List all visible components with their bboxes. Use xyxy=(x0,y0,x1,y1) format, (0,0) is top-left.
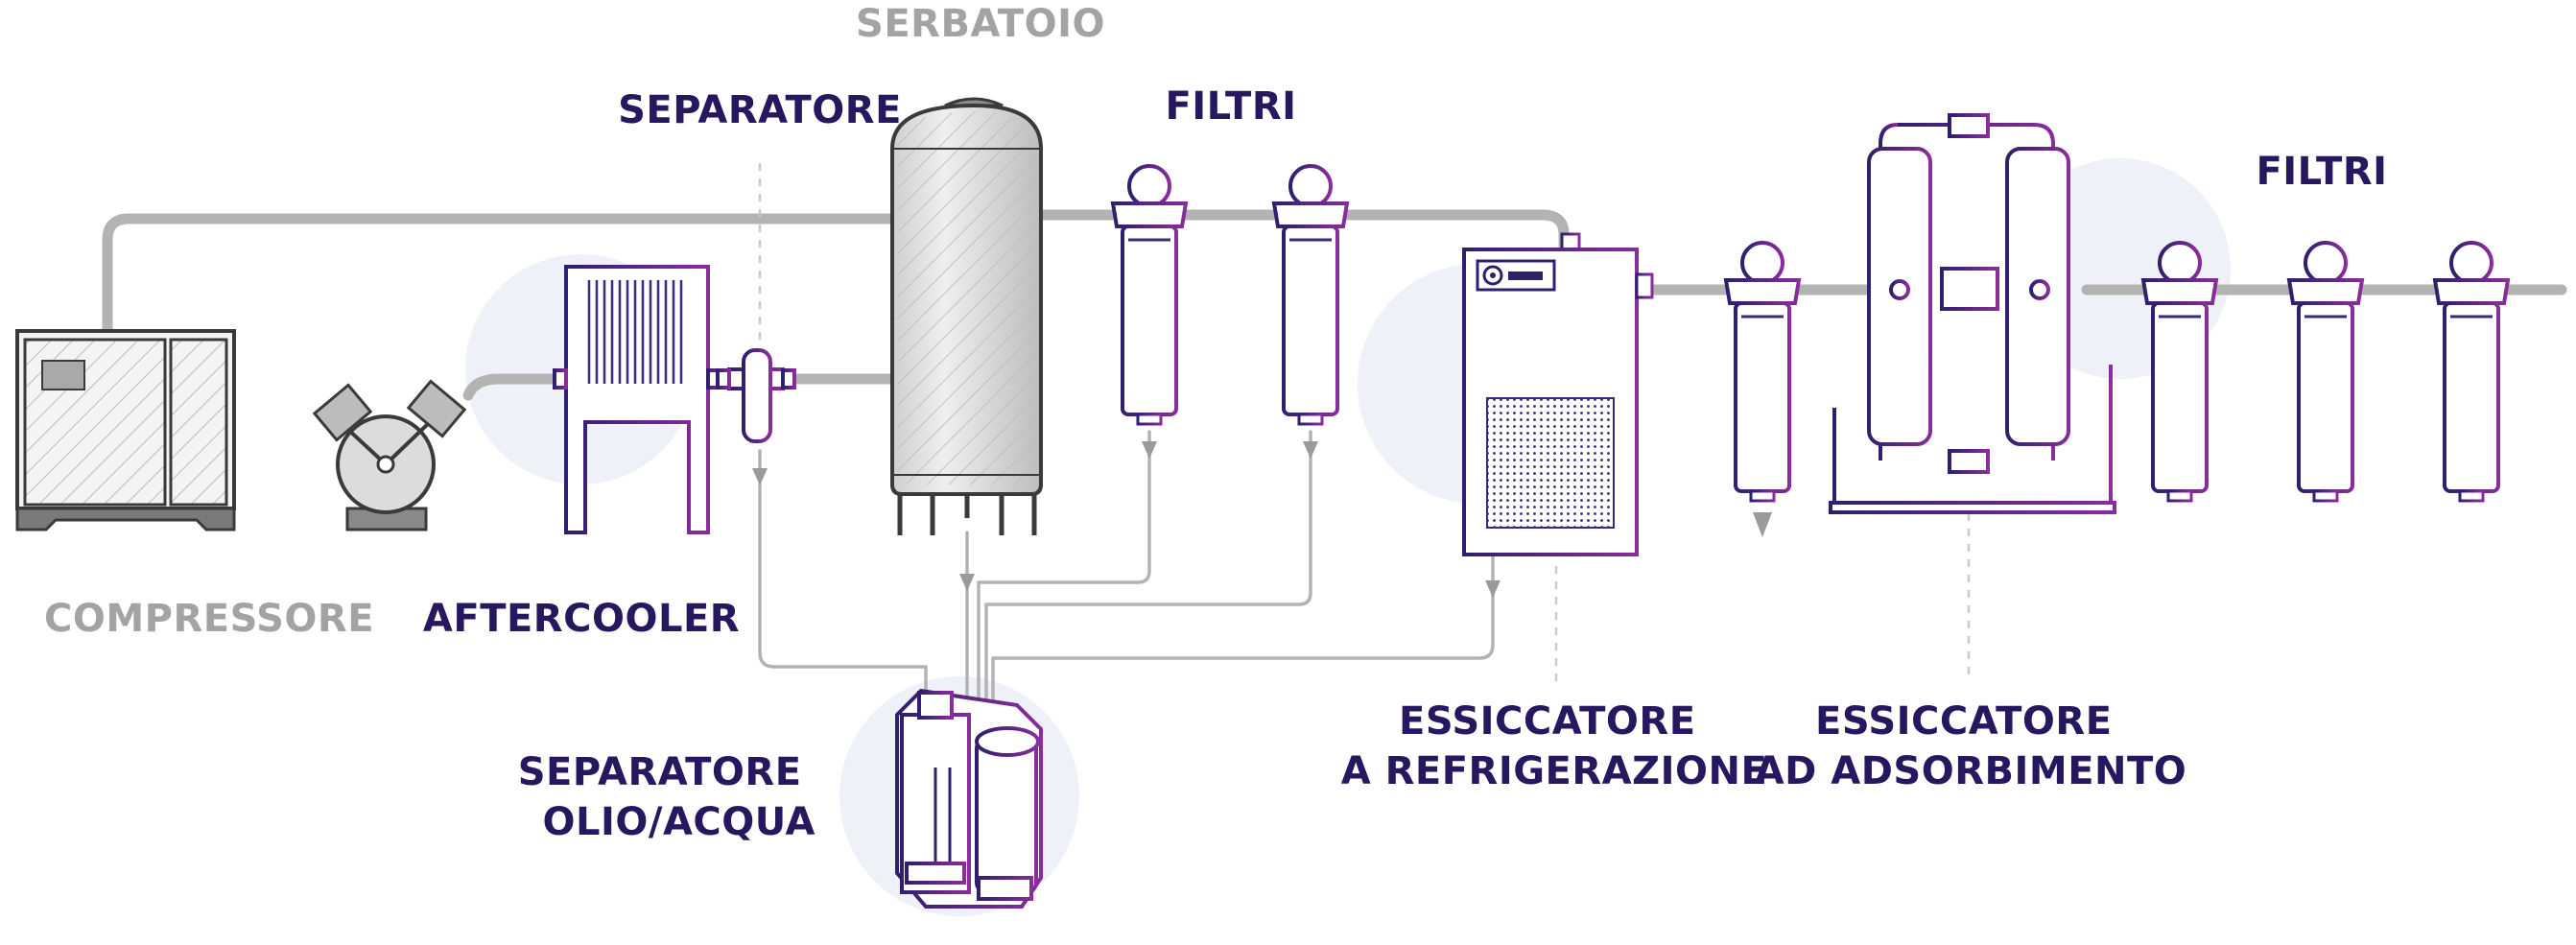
label-separatore-olio-acqua-line-1: SEPARATORE xyxy=(518,750,802,794)
label-compressore: COMPRESSORE xyxy=(44,597,374,641)
filter-2 xyxy=(1271,164,1350,426)
label-essiccatore-refrigerazione-line-1: ESSICCATORE xyxy=(1399,699,1696,744)
piston-compressor xyxy=(312,379,467,532)
label-separatore-olio-acqua-line-2: OLIO/ACQUA xyxy=(542,800,815,844)
label-essiccatore-refrigerazione: ESSICCATORE A REFRIGERAZIONE xyxy=(1341,699,1768,793)
oil-water-separator xyxy=(895,688,1043,909)
labels: SERBATOIO SEPARATORE FILTRI FILTRI COMPR… xyxy=(44,2,2387,844)
filter-5 xyxy=(2286,241,2365,503)
leader-lines xyxy=(758,163,1971,683)
label-filtri-1: FILTRI xyxy=(1165,84,1296,129)
label-essiccatore-adsorbimento-line-1: ESSICCATORE xyxy=(1815,699,2113,744)
aftercooler-fins xyxy=(587,280,683,384)
compressor xyxy=(15,329,236,532)
aftercooler xyxy=(553,265,721,534)
label-separatore: SEPARATORE xyxy=(618,88,902,132)
label-serbatoio: SERBATOIO xyxy=(856,2,1105,46)
label-essiccatore-adsorbimento: ESSICCATORE AD ADSORBIMENTO xyxy=(1755,699,2187,793)
filter-4 xyxy=(2140,241,2219,503)
separator xyxy=(716,348,796,443)
label-essiccatore-adsorbimento-line-2: AD ADSORBIMENTO xyxy=(1755,749,2187,793)
label-filtri-2: FILTRI xyxy=(2256,150,2387,194)
filter-3 xyxy=(1723,241,1802,503)
adsorption-dryer xyxy=(1829,113,2116,514)
label-essiccatore-refrigerazione-line-2: A REFRIGERAZIONE xyxy=(1341,749,1768,793)
tank xyxy=(890,97,1043,535)
filter-6 xyxy=(2432,241,2511,503)
drain-arrows xyxy=(752,441,1772,598)
refrigeration-dryer xyxy=(1462,232,1654,556)
filter-1 xyxy=(1110,164,1189,426)
drain-lines xyxy=(758,430,1495,731)
label-aftercooler: AFTERCOOLER xyxy=(423,597,740,641)
label-separatore-olio-acqua: SEPARATORE OLIO/ACQUA xyxy=(518,750,815,844)
